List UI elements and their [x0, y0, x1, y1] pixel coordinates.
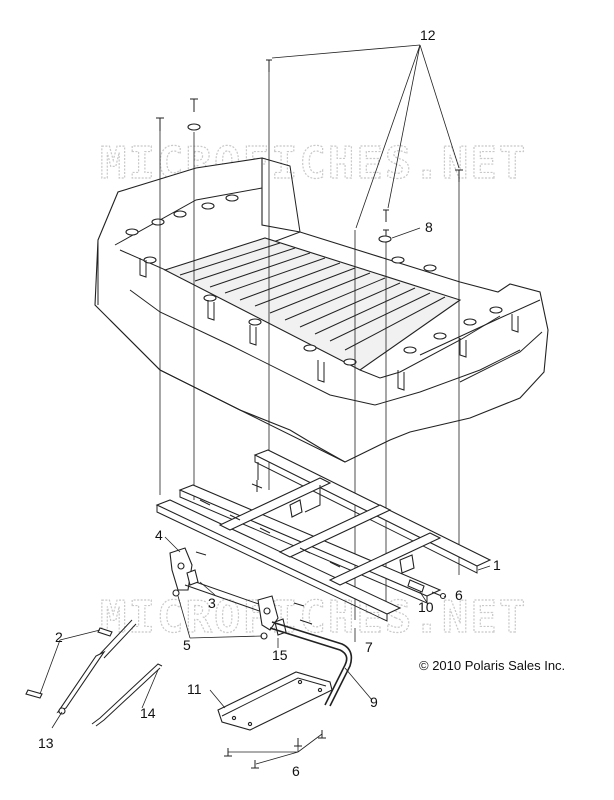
- callout-12: 12: [420, 27, 436, 43]
- gas-strut: [56, 619, 137, 715]
- cargo-frame: [155, 449, 492, 622]
- callout-14: 14: [140, 705, 156, 721]
- callout-labels: 1 2 3 4 5 6 6 7 8 9 10 11 12 13 14 15: [38, 27, 501, 779]
- callout-13: 13: [38, 735, 54, 751]
- callout-8: 8: [425, 219, 433, 235]
- callout-12-leaders: [271, 44, 460, 229]
- latch-assembly: [169, 547, 353, 707]
- callout-4: 4: [155, 527, 163, 543]
- callout-2: 2: [55, 629, 63, 645]
- bolts-12: [156, 59, 463, 243]
- frame-hardware: [251, 480, 447, 600]
- callout-10: 10: [418, 599, 434, 615]
- stake-pockets: [125, 194, 503, 366]
- strut-bracket-14: [91, 663, 163, 727]
- cargo-box: [94, 157, 549, 463]
- washers-8: [187, 123, 392, 243]
- callout-1: 1: [493, 557, 501, 573]
- skid-plate: [217, 671, 333, 731]
- callout-leaders: [39, 536, 491, 765]
- guide-lines: [159, 72, 460, 620]
- callout-9: 9: [370, 694, 378, 710]
- callout-7: 7: [365, 639, 373, 655]
- callout-15: 15: [272, 647, 288, 663]
- tie-down-hooks: [139, 258, 519, 391]
- callout-6-skid: 6: [292, 763, 300, 779]
- skid-plate-screws-6: [224, 730, 326, 769]
- callout-5: 5: [183, 637, 191, 653]
- copyright-notice: © 2010 Polaris Sales Inc.: [419, 658, 565, 673]
- callout-6-frame: 6: [455, 587, 463, 603]
- callout-3: 3: [208, 595, 216, 611]
- callout-11: 11: [187, 681, 202, 697]
- callout-8-leader: [391, 227, 421, 239]
